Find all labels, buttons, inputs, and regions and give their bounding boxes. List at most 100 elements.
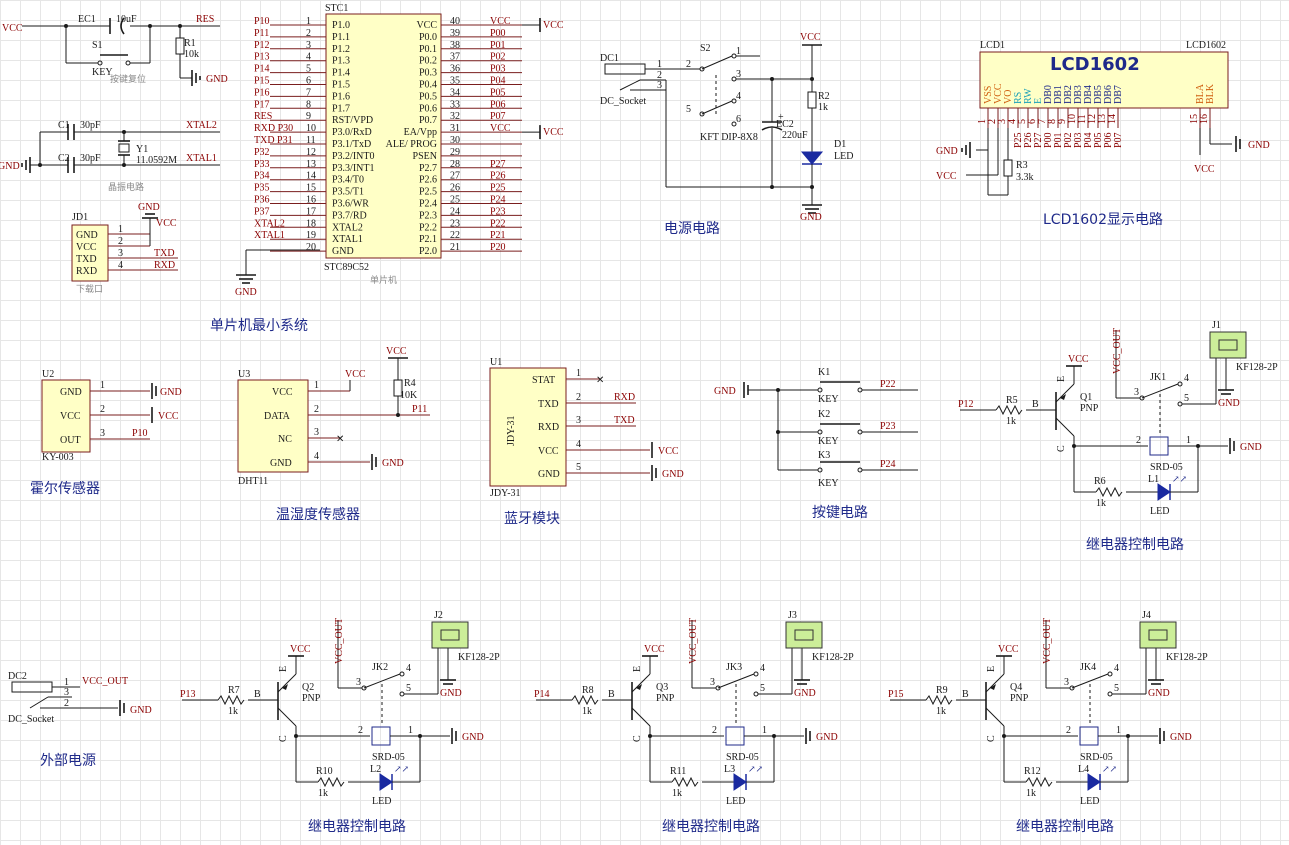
- net-label: P37: [254, 206, 270, 217]
- contact: [399, 691, 405, 697]
- emitter-label: E: [986, 666, 997, 672]
- terminal-slot: [440, 629, 460, 641]
- switch-arm: [1141, 383, 1179, 399]
- net-label: P00: [490, 28, 506, 39]
- net-label: P05: [1093, 132, 1104, 148]
- relay2-title: 继电器控制电路: [308, 819, 406, 835]
- key-k2: K2 KEY P23: [817, 409, 918, 447]
- lcd-pin-name: DB2: [1063, 85, 1074, 104]
- s2-ref: S2: [700, 43, 711, 54]
- c2-value: 30pF: [80, 153, 101, 164]
- pin-number: 3: [1134, 387, 1139, 398]
- pin-number: 3: [100, 428, 105, 439]
- net-label: VCC_OUT: [334, 618, 345, 664]
- net-label: TXD: [154, 248, 175, 259]
- pin-number: 1: [100, 380, 105, 391]
- connector-part: KF128-2P: [1166, 652, 1208, 663]
- pin-number: 26: [450, 183, 460, 194]
- contact: [399, 671, 405, 677]
- capacitor-plate: [120, 17, 125, 35]
- stc-pin-name: P0.6: [419, 103, 437, 114]
- emitter-arrow: [1060, 394, 1066, 400]
- lcd-name: LCD1602: [1050, 54, 1140, 75]
- s1-ref: S1: [92, 40, 103, 51]
- contact: [753, 691, 759, 697]
- resistor-symbol: [317, 776, 345, 788]
- pin-number: 14: [306, 171, 316, 182]
- pnp-collector: [1055, 417, 1075, 437]
- lcd-pin-name: DB7: [1113, 85, 1124, 104]
- k3-ref: K3: [818, 450, 830, 461]
- pin-number: 3: [118, 248, 123, 259]
- hall-part: KY-003: [42, 452, 74, 463]
- pin-number: 2: [1066, 725, 1071, 736]
- pin-number: 5: [1114, 683, 1119, 694]
- stc-pin-name: P1.5: [332, 80, 350, 91]
- led-label: LED: [726, 796, 745, 807]
- resistor-symbol: [1025, 776, 1053, 788]
- pin-number: 13: [1097, 114, 1108, 124]
- stc-pin-name: P2.6: [419, 175, 437, 186]
- net-label: P02: [1063, 132, 1074, 148]
- pin-number: 31: [450, 123, 460, 134]
- pin-number: 1: [118, 224, 123, 235]
- base-label: B: [1032, 399, 1039, 410]
- net-label: XTAL1: [254, 230, 285, 241]
- relay-coil: [1149, 436, 1169, 456]
- pin-number: 24: [450, 206, 460, 217]
- led-label: LED: [1080, 796, 1099, 807]
- resistor-value: 1k: [1026, 788, 1036, 799]
- resistor-symbol: [925, 694, 953, 706]
- stc-pin-name: P1.7: [332, 103, 350, 114]
- net-label: VCC: [490, 123, 511, 134]
- net-label: GND: [800, 212, 822, 223]
- pin-number: 2: [100, 404, 105, 415]
- crystal-subtitle: 晶振电路: [108, 181, 144, 193]
- net-label: P12: [254, 40, 270, 51]
- net-label: P10: [132, 428, 148, 439]
- pin-number: 4: [306, 52, 311, 63]
- pin-number: 3: [314, 427, 319, 438]
- led-label: LED: [372, 796, 391, 807]
- net-label: GND: [235, 287, 257, 298]
- transistor-ref: Q2: [302, 682, 314, 693]
- led-rays: ↗↗: [1172, 474, 1187, 484]
- bt-title: 蓝牙模块: [504, 511, 560, 527]
- pin-number: 4: [1007, 119, 1018, 124]
- contact: [1107, 691, 1113, 697]
- resistor-value: 1k: [1096, 498, 1106, 509]
- connector-ref: J1: [1212, 320, 1221, 331]
- dht-pin: GND: [270, 458, 292, 469]
- resistor-value: 1k: [228, 706, 238, 717]
- pin-number: 3: [306, 40, 311, 51]
- relay-part: SRD-05: [1080, 752, 1113, 763]
- net-label: VCC_OUT: [82, 676, 128, 687]
- emitter-arrow: [990, 684, 996, 690]
- pin-number: 22: [450, 230, 460, 241]
- net-label: P01: [1053, 132, 1064, 148]
- resistor-ref: R8: [582, 685, 594, 696]
- r4-ref: R4: [404, 378, 416, 389]
- connector-part: KF128-2P: [458, 652, 500, 663]
- net-label: GND: [382, 458, 404, 469]
- u3-ref: U3: [238, 369, 250, 380]
- net-label: P00: [1043, 132, 1054, 148]
- net-label: P13: [180, 689, 196, 700]
- bt-pin: STAT: [532, 375, 555, 386]
- net-label: GND: [936, 146, 958, 157]
- stc-pin-name: XTAL2: [332, 222, 363, 233]
- stc-pin-name: P1.4: [332, 68, 350, 79]
- pin-number: 2: [64, 698, 69, 709]
- stc-pin-name: P2.3: [419, 210, 437, 221]
- terminal-block: [1139, 621, 1177, 649]
- resistor-ref: R10: [316, 766, 333, 777]
- stc-pin-name: P2.2: [419, 222, 437, 233]
- pin-number: 2: [314, 404, 319, 415]
- pin-number: 6: [1027, 119, 1038, 124]
- collector-label: C: [1056, 445, 1067, 452]
- net-label: GND: [206, 74, 228, 85]
